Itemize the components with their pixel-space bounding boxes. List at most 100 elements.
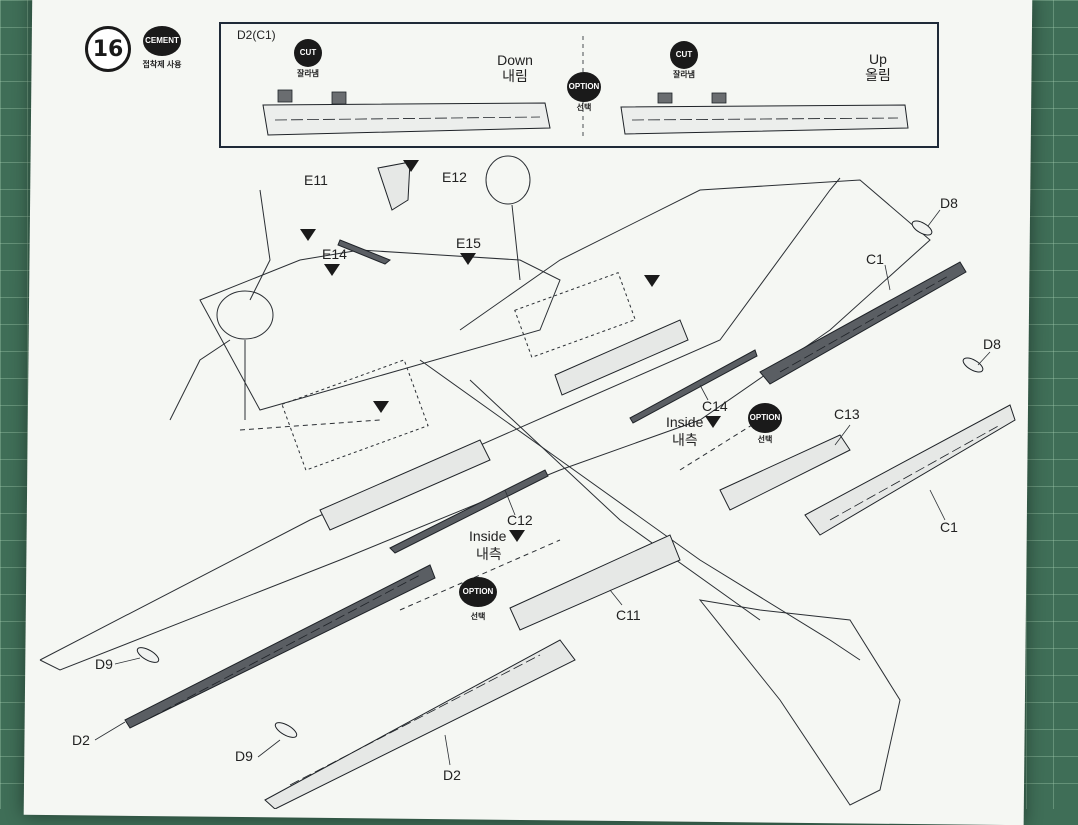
part-d2-left-flap: [124, 564, 436, 729]
part-c1-top-flap: [759, 261, 967, 385]
step-number: 16: [85, 26, 131, 72]
leader-c1-top: [884, 264, 891, 291]
fuselage-lower-line: [469, 379, 761, 621]
inset-flap-right-ribs: [631, 117, 899, 121]
wing-leading-edge-outline: [39, 177, 841, 661]
marker-triangle-c12: [509, 530, 525, 542]
marker-triangle-e12: [403, 160, 419, 172]
inset-flap-right: [620, 104, 909, 135]
cement-caption: 접착제 사용: [142, 60, 182, 69]
option-badge-center: OPTION: [459, 577, 497, 607]
label-c12-inside: Inside: [469, 528, 507, 544]
leader-c1-right: [929, 489, 946, 521]
label-e11: E11: [304, 172, 328, 188]
marker-triangle-wing-left: [373, 401, 389, 413]
landing-wheel-left: [216, 290, 274, 340]
leader-c11: [609, 589, 623, 606]
cut-badge-left: CUT: [294, 39, 322, 67]
direction-up-ko: 올림: [865, 67, 891, 83]
label-d2-bottom: D2: [443, 767, 461, 783]
propeller-blade-bottom: [169, 339, 231, 421]
part-d9-left: [136, 647, 160, 663]
part-c11-flap: [509, 534, 681, 631]
label-c12: C12: [507, 512, 533, 528]
leader-d2-bottom: [444, 734, 451, 766]
label-c14-inside: Inside: [666, 414, 704, 430]
guide-line-center: [399, 539, 561, 611]
label-c13: C13: [834, 406, 860, 422]
cement-badge: CEMENT: [143, 26, 181, 56]
tail-fin-outline: [698, 599, 901, 806]
wing-panel-outline-2: [514, 272, 636, 358]
part-e11-piece: [337, 239, 391, 265]
rib-cutouts-c1-right: [829, 424, 1001, 521]
leader-d8-right: [977, 351, 991, 366]
cut-caption-left: 잘라냄: [296, 69, 320, 78]
inset-cut-tab-3: [657, 92, 673, 104]
label-c11: C11: [616, 607, 641, 623]
leader-d9-bottom: [257, 739, 281, 758]
marker-triangle-e11: [300, 229, 316, 241]
label-c1-right: C1: [940, 519, 958, 535]
cut-caption-right: 잘라냄: [672, 70, 696, 79]
label-e15: E15: [456, 235, 481, 251]
part-wing-panel-insert-2: [554, 319, 689, 396]
label-c1-top: C1: [866, 251, 884, 267]
label-d8-top: D8: [940, 195, 958, 211]
part-c14-strip: [629, 349, 758, 424]
part-d9-bottom: [274, 722, 298, 738]
inset-flap-left: [262, 102, 551, 136]
label-c14: C14: [702, 398, 728, 414]
rib-cutouts-d2-bottom: [289, 654, 541, 786]
label-d9-bottom: D9: [235, 748, 253, 764]
inset-cut-tab-2: [331, 91, 347, 105]
guide-line-left: [239, 419, 381, 431]
leader-d9-left: [114, 657, 141, 665]
direction-down-en: Down: [497, 52, 533, 68]
option-badge-inset: OPTION: [567, 72, 601, 102]
inset-cut-tab-4: [711, 92, 727, 104]
part-c1-right-flap: [804, 404, 1016, 536]
part-d8-top: [911, 220, 933, 236]
option-caption-inset: 선택: [576, 103, 592, 112]
rib-cutouts-c1-top: [779, 274, 951, 373]
marker-triangle-c14: [705, 416, 721, 428]
label-c12-inside-ko: 내측: [476, 546, 502, 562]
leader-d2-left: [94, 721, 126, 741]
landing-wheel-right: [485, 155, 531, 205]
label-d9-left: D9: [95, 656, 113, 672]
wing-panel-outline: [281, 359, 429, 471]
fuselage-outline: [199, 249, 561, 411]
option-caption-right: 선택: [757, 435, 773, 444]
marker-triangle-e14: [324, 264, 340, 276]
part-wing-panel-insert: [319, 439, 491, 531]
leader-c14: [699, 384, 709, 401]
direction-down-ko: 내림: [502, 68, 528, 84]
direction-up-en: Up: [869, 51, 887, 67]
inset-panel: [219, 22, 939, 148]
option-caption-center: 선택: [470, 612, 486, 621]
leader-c12: [504, 489, 516, 516]
inset-part-ref: D2(C1): [237, 28, 276, 42]
inset-cut-tab-1: [277, 89, 293, 103]
landing-strut-right: [511, 204, 521, 281]
label-e14: E14: [322, 246, 347, 262]
rib-cutouts-d2-left: [149, 574, 421, 719]
fuselage-spine-line: [419, 359, 861, 661]
part-c13-flap: [719, 434, 851, 511]
guide-line-right: [679, 419, 761, 471]
label-d8-right: D8: [983, 336, 1001, 352]
inset-flap-left-ribs: [274, 116, 541, 121]
part-d2-bottom-flap: [264, 639, 576, 809]
part-c12-strip: [389, 469, 549, 554]
leader-c13: [834, 424, 851, 446]
part-d8-right: [962, 357, 984, 373]
label-e12: E12: [442, 169, 467, 185]
label-c14-inside-ko: 내측: [672, 432, 698, 448]
wing-trailing-edge-outline: [39, 179, 931, 671]
cut-badge-right: CUT: [670, 41, 698, 69]
leader-d8-top: [927, 209, 941, 227]
marker-triangle-e15: [460, 253, 476, 265]
propeller-blade-top: [249, 189, 271, 301]
